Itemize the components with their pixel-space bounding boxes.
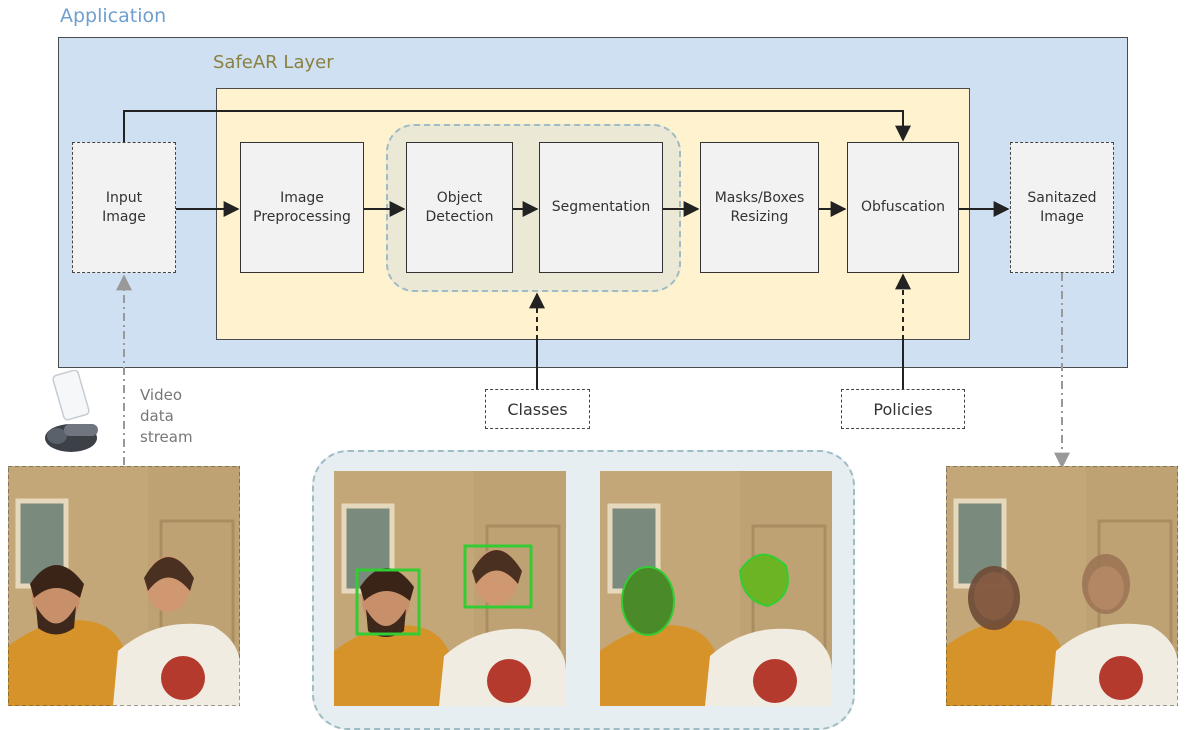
detection-box-right-face: [463, 544, 533, 609]
classes-tag: Classes: [485, 389, 590, 429]
flow-arrows: [116, 110, 1070, 469]
segmentation-mask-right-face: [738, 553, 789, 608]
segmentation-node: Segmentation: [539, 142, 663, 273]
masks-boxes-resizing-node: Masks/Boxes Resizing: [700, 142, 819, 273]
segmentation-mask-left-face: [621, 566, 675, 636]
original-video-frame: [8, 466, 240, 706]
vr-headset-icon: [45, 424, 98, 452]
safear-layer-title: SafeAR Layer: [213, 52, 334, 73]
device-icons: [45, 370, 98, 452]
arrow-input-bypass-to-obfuscation: [123, 110, 911, 142]
sanitized-image-node: Sanitazed Image: [1010, 142, 1114, 273]
obfuscation-node: Obfuscation: [847, 142, 959, 273]
sanitized-output-frame: [946, 466, 1178, 706]
image-preprocessing-node: Image Preprocessing: [240, 142, 364, 273]
object-detection-node: Object Detection: [406, 142, 513, 273]
detection-result-frame: [334, 471, 566, 706]
application-title: Application: [60, 5, 167, 27]
detection-box-left-face: [355, 568, 421, 636]
smartphone-icon: [52, 370, 90, 421]
policies-tag: Policies: [841, 389, 965, 429]
video-data-stream-label: Video data stream: [140, 386, 193, 446]
segmentation-result-frame: [600, 471, 832, 706]
input-image-node: Input Image: [72, 142, 176, 273]
